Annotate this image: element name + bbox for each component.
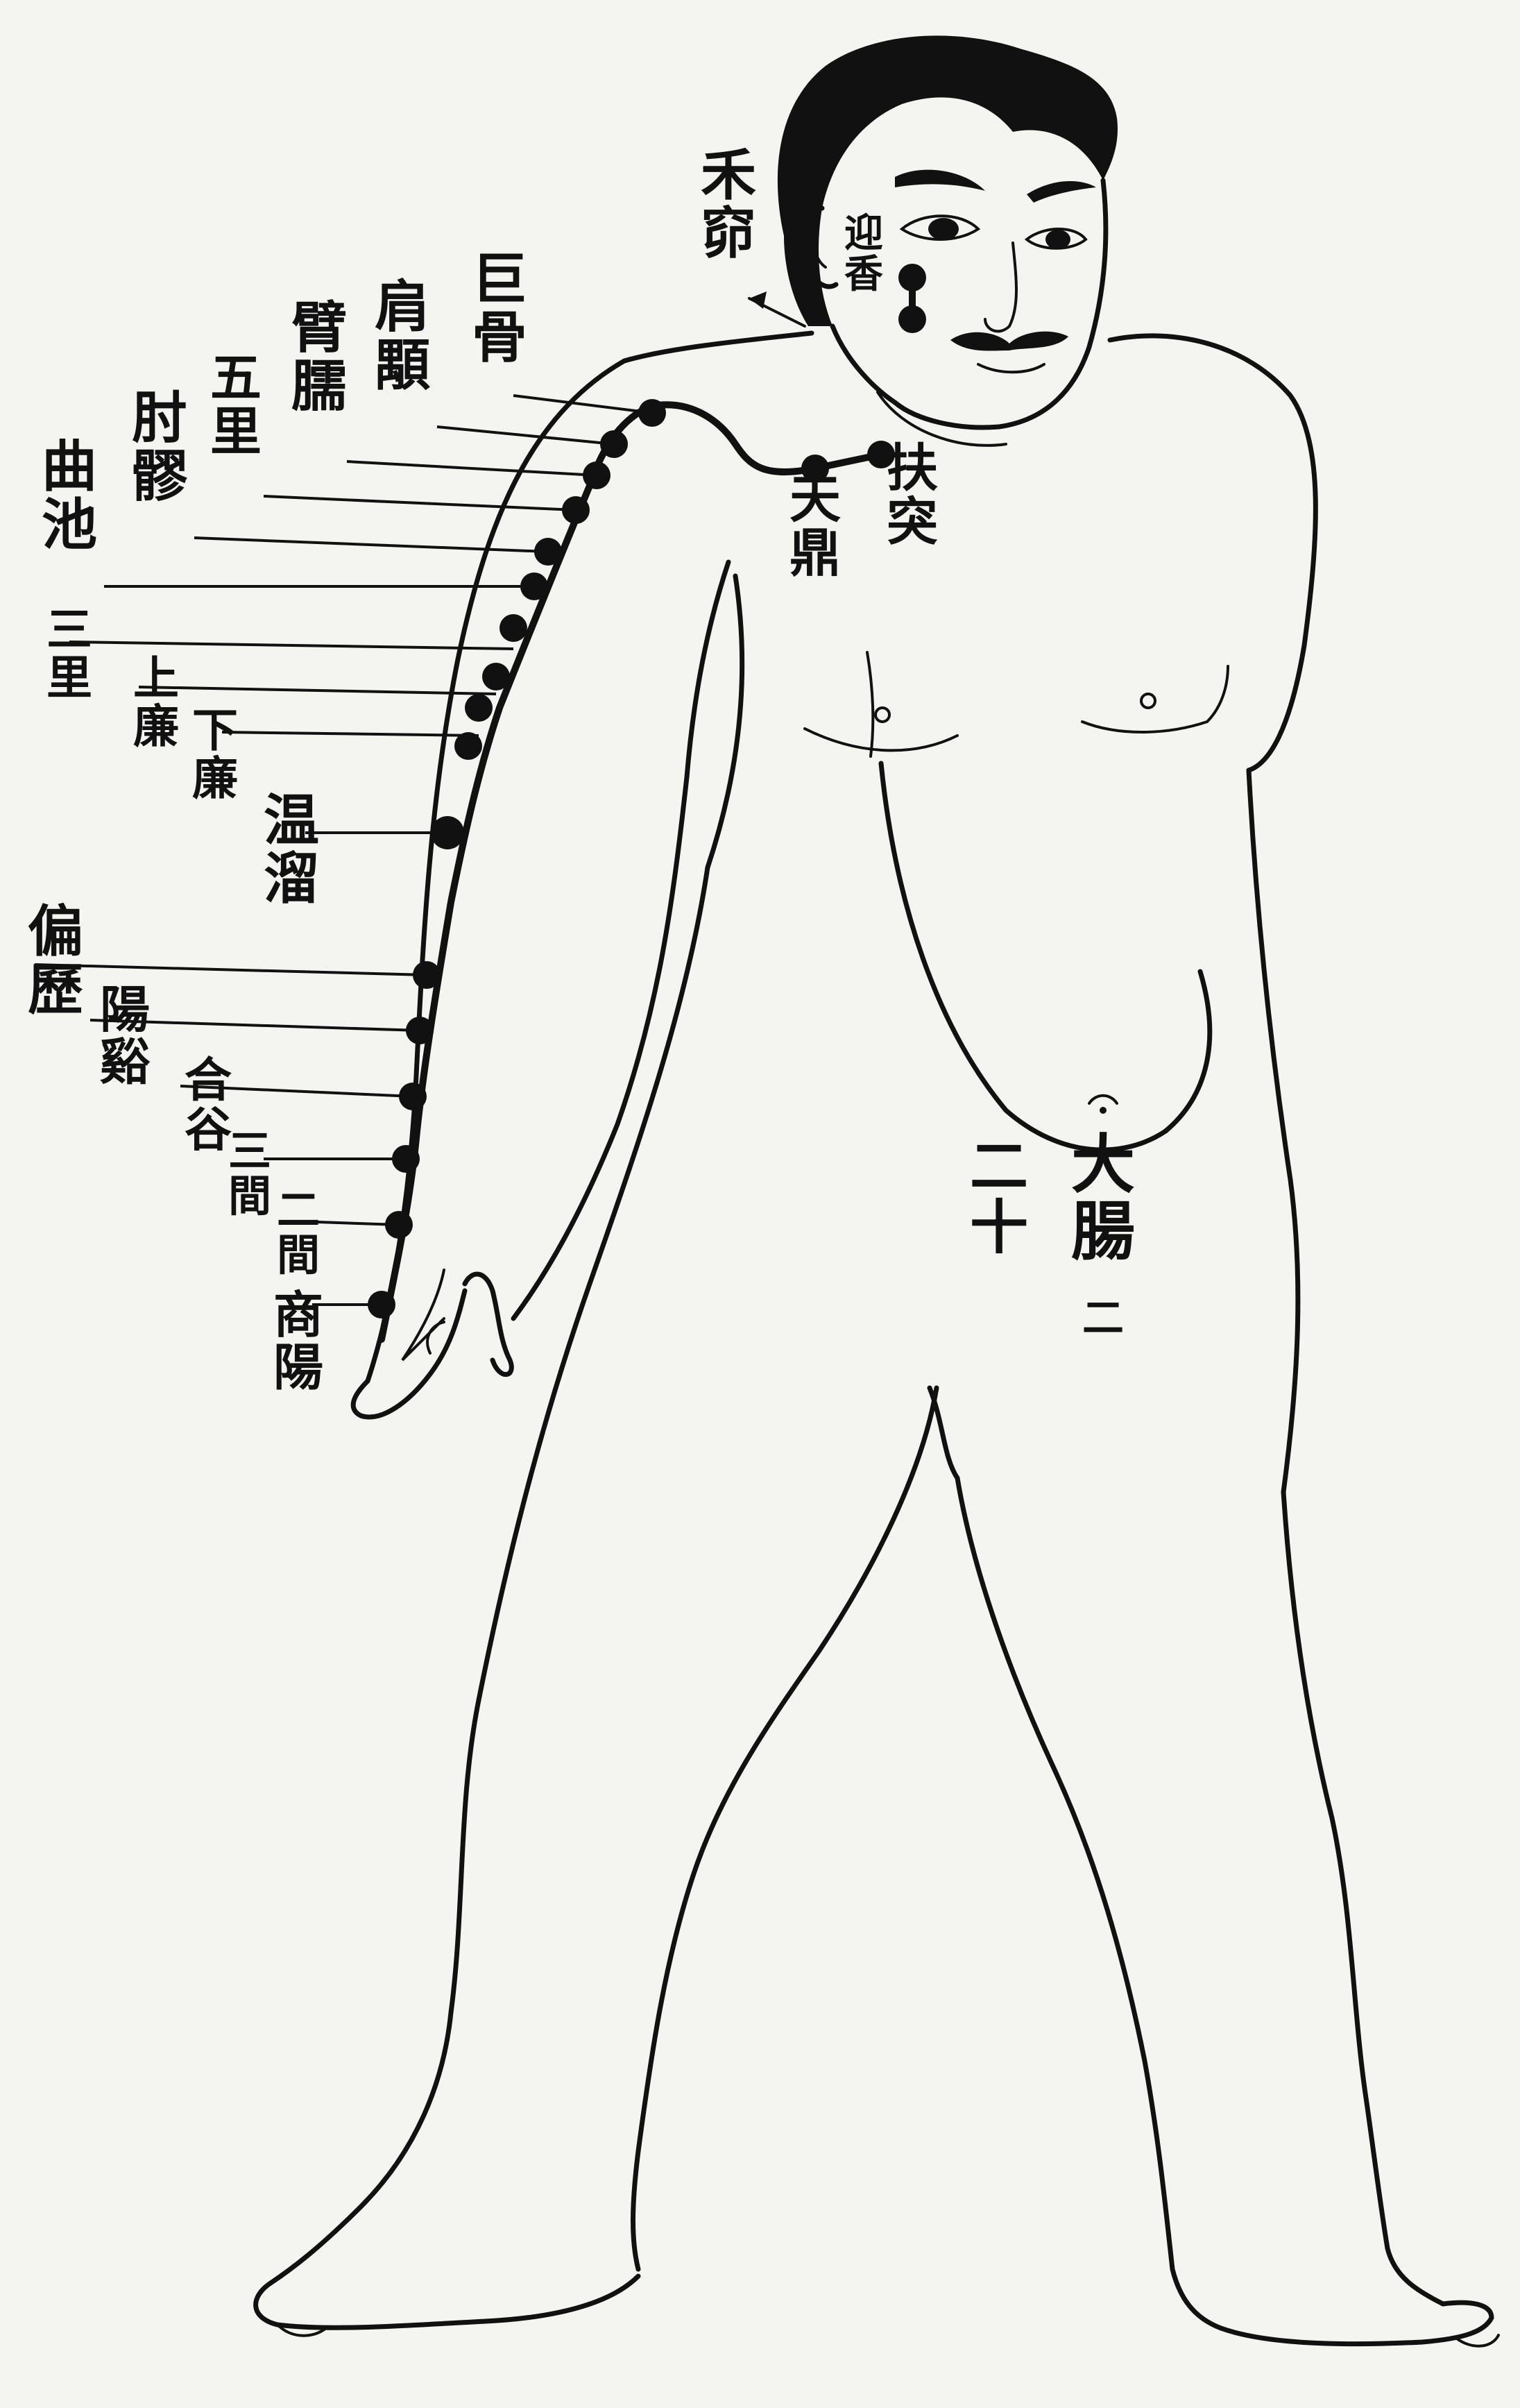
point-yingxiang bbox=[898, 264, 926, 291]
label-futu: 扶突 bbox=[887, 439, 938, 552]
label-sanjian: 三間 bbox=[228, 1126, 271, 1221]
caption-sub: 二十 bbox=[970, 1132, 1028, 1262]
label-shanglian: 上廉 bbox=[133, 651, 179, 753]
head bbox=[749, 35, 1118, 445]
label-sanli: 三里 bbox=[46, 602, 92, 704]
label-pianli: 偏歷 bbox=[28, 899, 83, 1022]
label-yingxiang: 迎香 bbox=[844, 210, 883, 297]
body bbox=[256, 333, 1498, 2346]
label-heliao: 禾窌 bbox=[701, 142, 756, 266]
label-binao: 臂臑 bbox=[291, 295, 347, 418]
label-zhouliao: 肘髎 bbox=[132, 385, 187, 509]
label-wenliu: 温溜 bbox=[264, 788, 319, 911]
label-jugu: 巨骨 bbox=[472, 246, 527, 370]
label-jianyu: 肩顒 bbox=[375, 274, 430, 398]
label-quchi: 曲池 bbox=[42, 434, 97, 557]
caption-main: 大腸 bbox=[1071, 1127, 1135, 1269]
label-tianding: 天鼎 bbox=[789, 470, 841, 584]
label-wuli: 五里 bbox=[210, 348, 262, 462]
label-erjian: 二間 bbox=[277, 1185, 320, 1280]
point-quchi-2 bbox=[499, 614, 527, 642]
label-shangyang: 商陽 bbox=[273, 1285, 323, 1397]
label-yangxi: 陽谿 bbox=[100, 980, 151, 1092]
leader-lines bbox=[35, 396, 652, 1305]
point-sanli bbox=[482, 663, 510, 690]
point-shanglian bbox=[465, 694, 493, 722]
label-hegu: 合谷 bbox=[185, 1053, 232, 1158]
caption-count: 二 bbox=[1082, 1294, 1124, 1343]
label-xialian: 下廉 bbox=[192, 703, 238, 805]
